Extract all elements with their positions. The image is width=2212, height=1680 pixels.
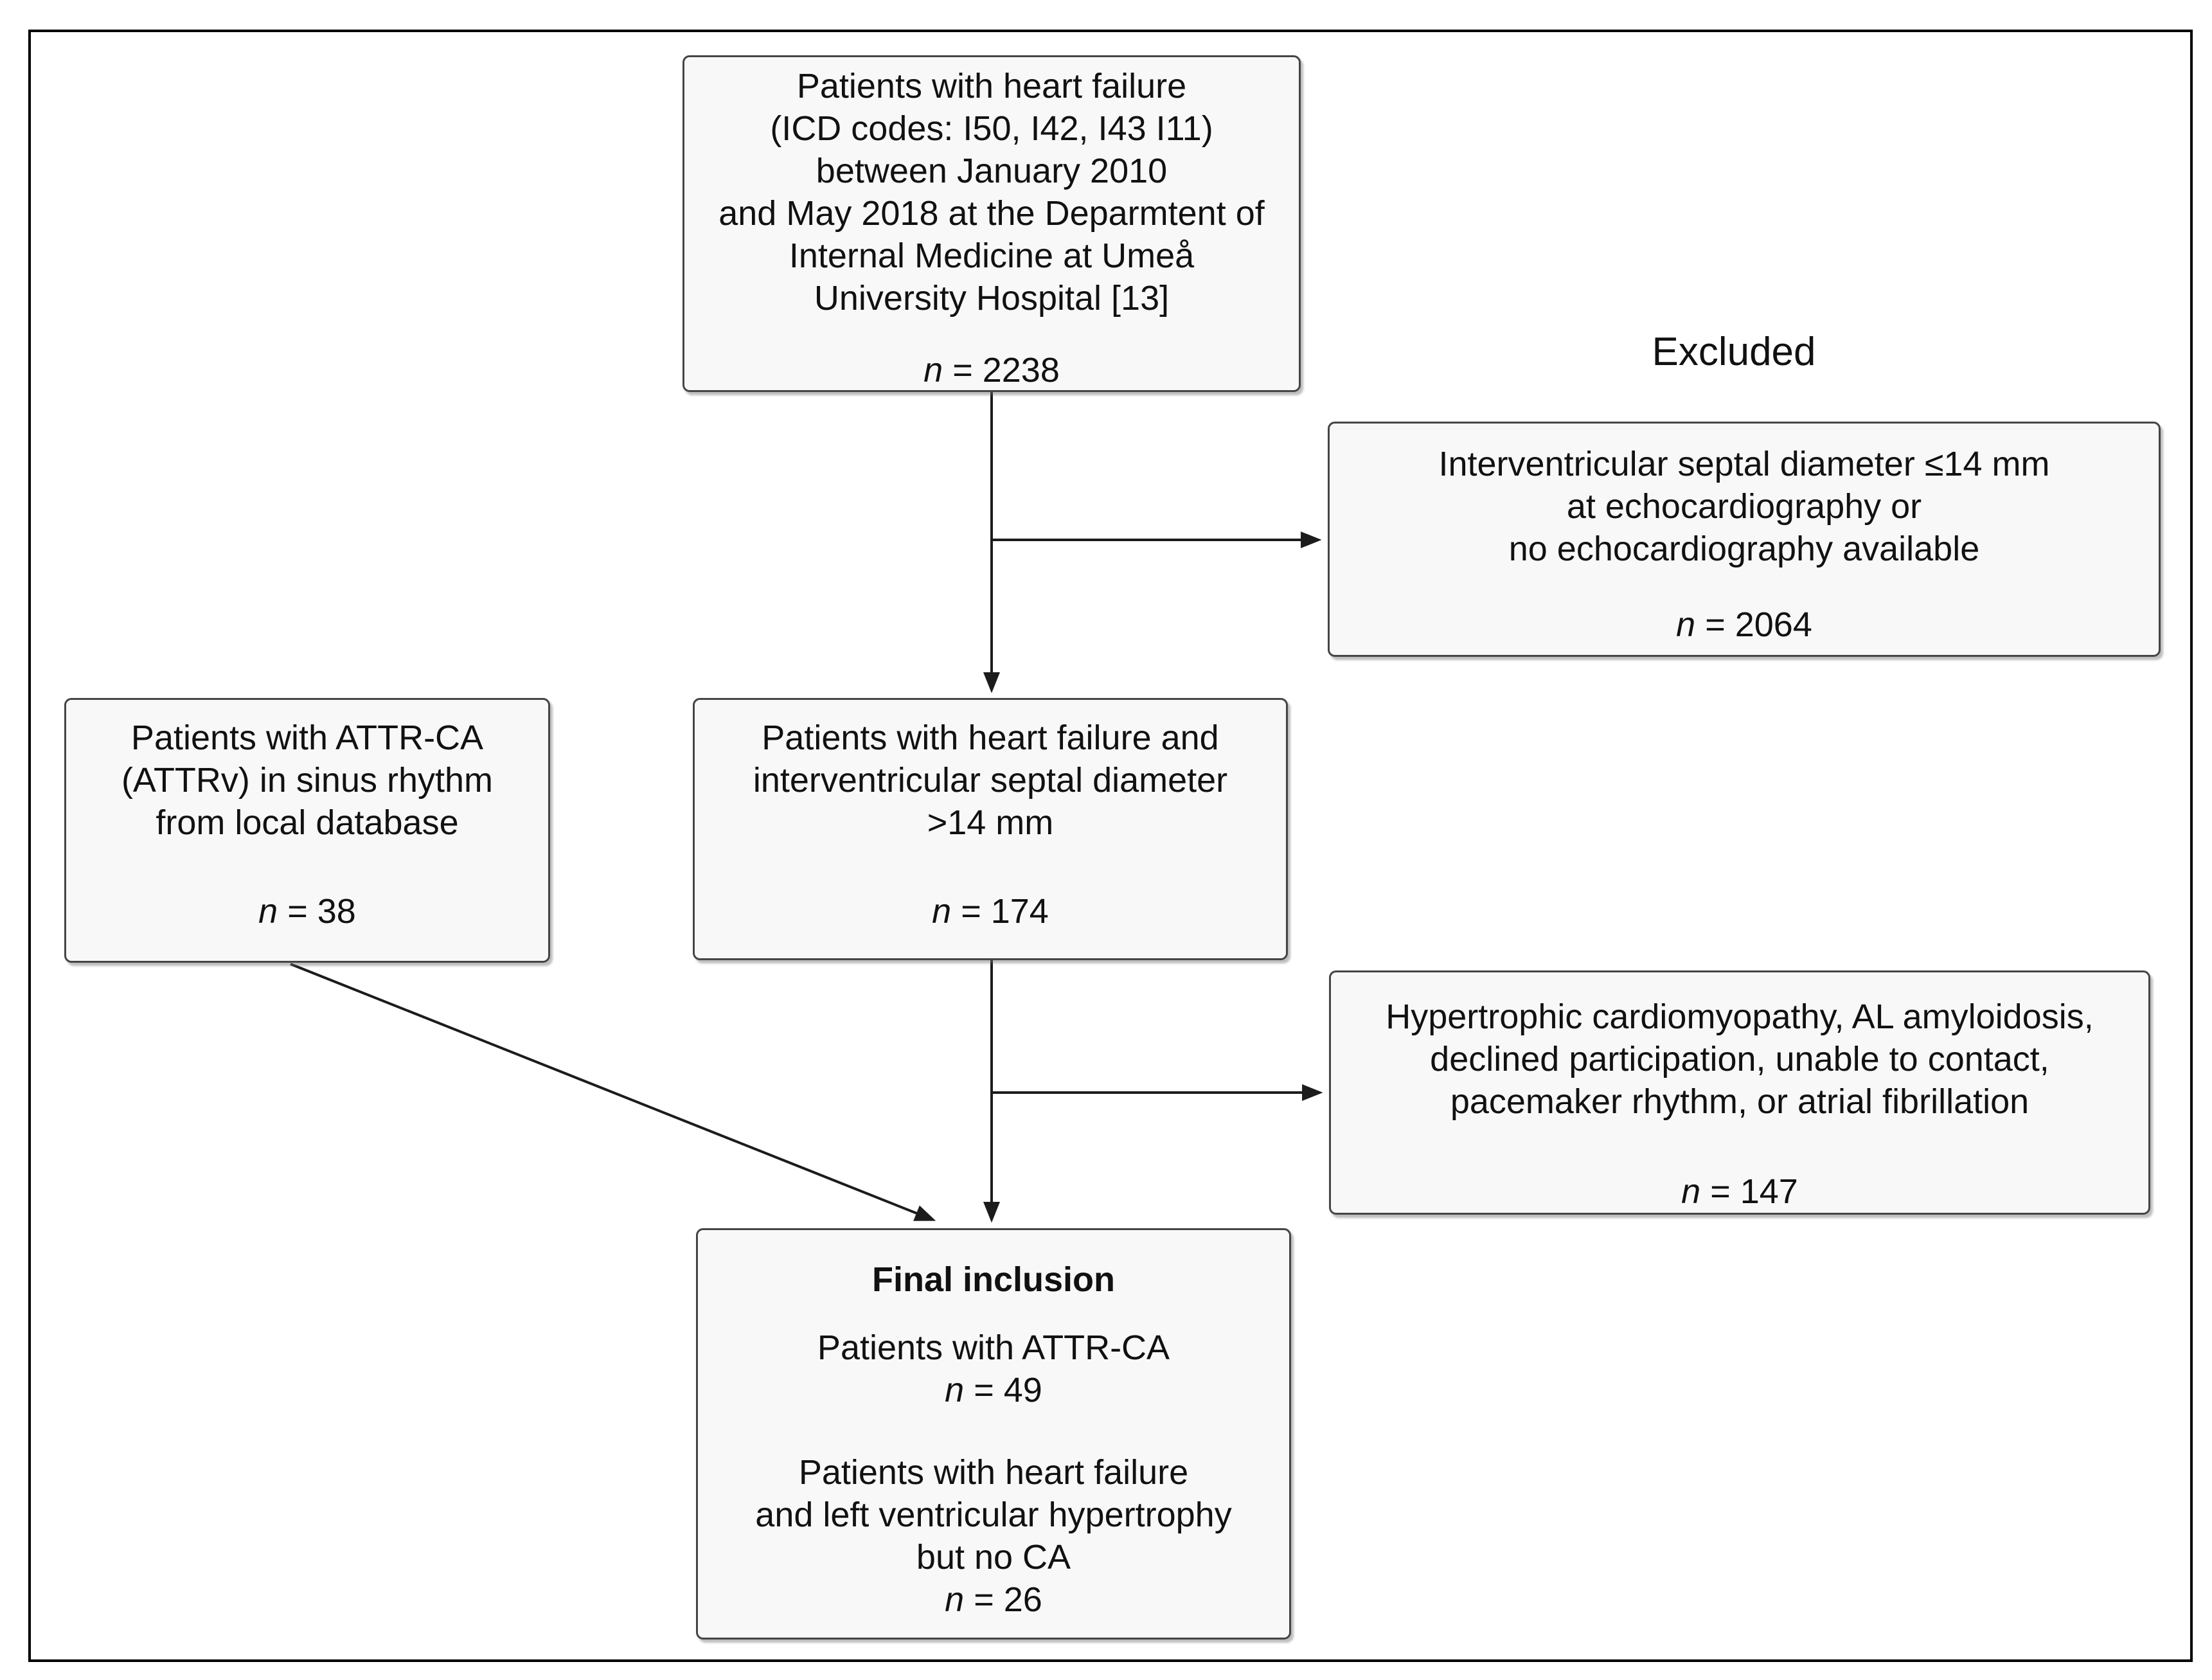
box-line: Patients with ATTR-CA xyxy=(817,1328,1170,1367)
box-line: pacemaker rhythm, or atrial fibrillation xyxy=(1450,1082,2029,1121)
box-excluded-septal: Interventricular septal diameter ≤14 mm … xyxy=(1328,422,2161,657)
final-inclusion-title: Final inclusion xyxy=(871,1260,1116,1299)
box-line: interventricular septal diameter xyxy=(753,761,1228,800)
box-line: from local database xyxy=(156,803,459,842)
box-line: and May 2018 at the Deparmtent of xyxy=(718,194,1265,233)
box-line: between January 2010 xyxy=(816,152,1168,190)
final-section-attr-ca: Patients with ATTR-CA n = 49 xyxy=(698,1327,1289,1411)
sample-size: n = 147 xyxy=(1681,1172,1798,1211)
sample-size: n = 2238 xyxy=(923,351,1060,389)
box-line: at echocardiography or xyxy=(1566,487,1922,526)
sample-size: n = 49 xyxy=(945,1371,1042,1409)
box-line: but no CA xyxy=(916,1538,1071,1577)
box-line: Internal Medicine at Umeå xyxy=(789,237,1195,275)
box-final-inclusion: Final inclusion Patients with ATTR-CA n … xyxy=(696,1228,1291,1640)
final-section-hf-lvh: Patients with heart failure and left ven… xyxy=(698,1451,1289,1621)
box-line: Patients with heart failure and xyxy=(762,719,1219,757)
box-line: declined participation, unable to contac… xyxy=(1430,1040,2049,1078)
sample-size: n = 38 xyxy=(258,892,356,931)
sample-size: n = 174 xyxy=(932,892,1049,931)
box-line: (ATTRv) in sinus rhythm xyxy=(121,761,494,800)
box-line: >14 mm xyxy=(927,803,1054,842)
box-heart-failure-source: Patients with heart failure (ICD codes: … xyxy=(682,55,1301,392)
box-heart-failure-septal: Patients with heart failure and interven… xyxy=(693,698,1288,960)
box-line: and left ventricular hypertrophy xyxy=(755,1496,1232,1534)
box-line: Interventricular septal diameter ≤14 mm xyxy=(1438,445,2050,483)
box-line: University Hospital [13] xyxy=(814,279,1170,317)
sample-size: n = 26 xyxy=(945,1580,1042,1619)
box-line: Patients with heart failure xyxy=(798,1453,1189,1492)
box-line: Patients with heart failure xyxy=(796,67,1187,105)
excluded-heading: Excluded xyxy=(1652,330,1816,374)
sample-size: n = 2064 xyxy=(1676,605,1812,644)
box-line: Hypertrophic cardiomyopathy, AL amyloido… xyxy=(1386,997,2094,1036)
box-line: Patients with ATTR-CA xyxy=(130,719,484,757)
box-attr-ca-local-database: Patients with ATTR-CA (ATTRv) in sinus r… xyxy=(64,698,550,963)
box-excluded-other-causes: Hypertrophic cardiomyopathy, AL amyloido… xyxy=(1329,970,2150,1215)
box-line: (ICD codes: I50, I42, I43 I11) xyxy=(770,109,1213,148)
box-line: no echocardiography available xyxy=(1508,530,1980,568)
